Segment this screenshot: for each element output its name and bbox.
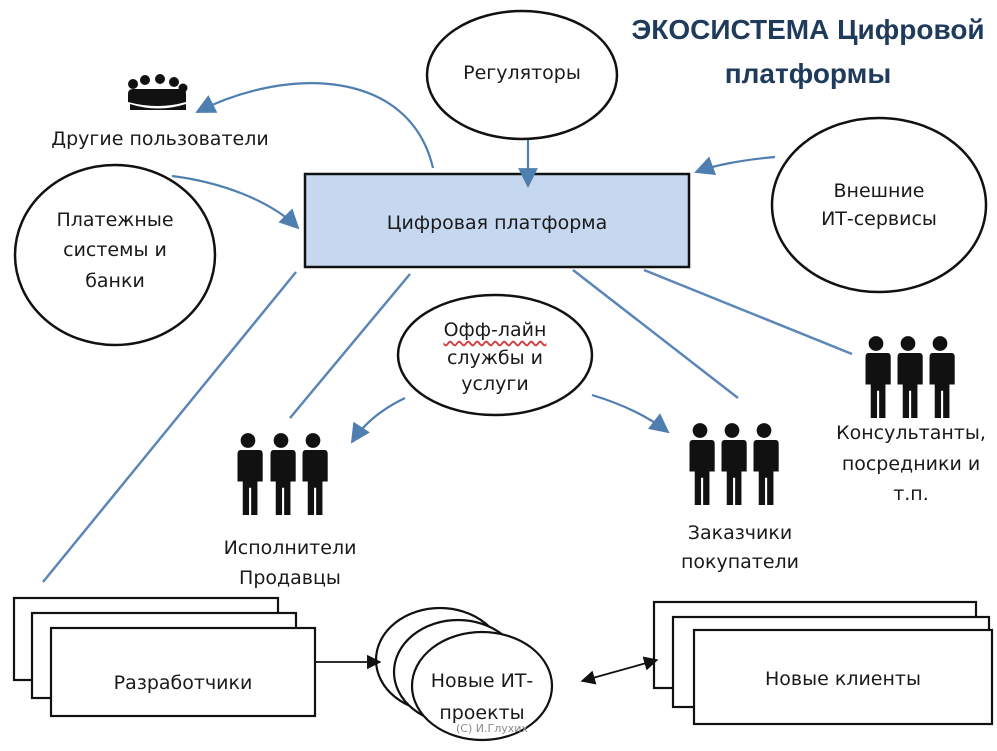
- consultants-label-line2: посредники и: [841, 453, 981, 475]
- line-platform-consultants: [643, 268, 853, 356]
- developers-label: Разработчики: [113, 672, 253, 694]
- offline-label-line1: Офф-лайн: [398, 317, 592, 344]
- platform-box: [303, 172, 691, 269]
- new-clients-label: Новые клиенты: [765, 668, 921, 690]
- external-it-label-line1: Внешние: [833, 180, 925, 202]
- platform-label: Цифровая платформа: [386, 212, 608, 234]
- offline-ellipse: [396, 293, 594, 417]
- customers-label-line1: Заказчики: [687, 522, 793, 544]
- regulators-label: Регуляторы: [463, 62, 581, 84]
- arrow-external-to-platform: [694, 155, 776, 176]
- payment-label-line1: Платежные: [56, 209, 174, 231]
- new-projects-label-line2: проекты: [439, 702, 525, 724]
- arrow-payment-to-platform: [171, 174, 300, 230]
- consultants-label-line1: Консультанты,: [836, 422, 986, 444]
- developers-stack: [12, 596, 317, 718]
- group-meeting-icon: [128, 74, 188, 110]
- arrow-offline-to-executors: [350, 397, 406, 444]
- external-it-label-line2: ИТ-сервисы: [821, 208, 937, 230]
- offline-label-line3: услуги: [461, 373, 529, 395]
- external-it-ellipse: [770, 116, 988, 294]
- payment-label-line2: системы и: [63, 239, 167, 261]
- people-consultants-icon: [864, 336, 955, 419]
- line-platform-executors: [289, 273, 411, 419]
- consultants-label-line3: т.п.: [893, 483, 929, 505]
- offline-label-line1-text: Офф-лайн: [443, 319, 547, 341]
- offline-label-line2: службы и: [446, 347, 544, 369]
- regulators-ellipse: [425, 9, 619, 141]
- payment-label-line3: банки: [85, 270, 145, 292]
- new-projects-stack: [374, 606, 554, 742]
- customers-label-line2: покупатели: [680, 551, 800, 573]
- people-executors-icon: [236, 433, 328, 516]
- diagram-title-line2: платформы: [724, 58, 892, 89]
- line-platform-developers: [42, 271, 297, 583]
- arrow-projects-clients: [580, 656, 659, 685]
- line-platform-customers: [572, 269, 739, 399]
- arrow-platform-to-users: [195, 82, 435, 169]
- diagram-title-line1: ЭКОСИСТЕМА Цифровой: [631, 14, 985, 45]
- arrow-offline-to-customers: [591, 393, 670, 434]
- executors-label-line2: Продавцы: [239, 567, 341, 589]
- new-projects-label-line1: Новые ИТ-: [430, 670, 534, 692]
- other-users-label: Другие пользователи: [51, 128, 269, 150]
- people-customers-icon: [688, 423, 779, 506]
- executors-label-line1: Исполнители: [223, 537, 357, 559]
- copyright-label: (С) И.Глухих: [456, 722, 528, 735]
- new-clients-stack: [652, 600, 994, 726]
- payment-ellipse: [13, 163, 217, 347]
